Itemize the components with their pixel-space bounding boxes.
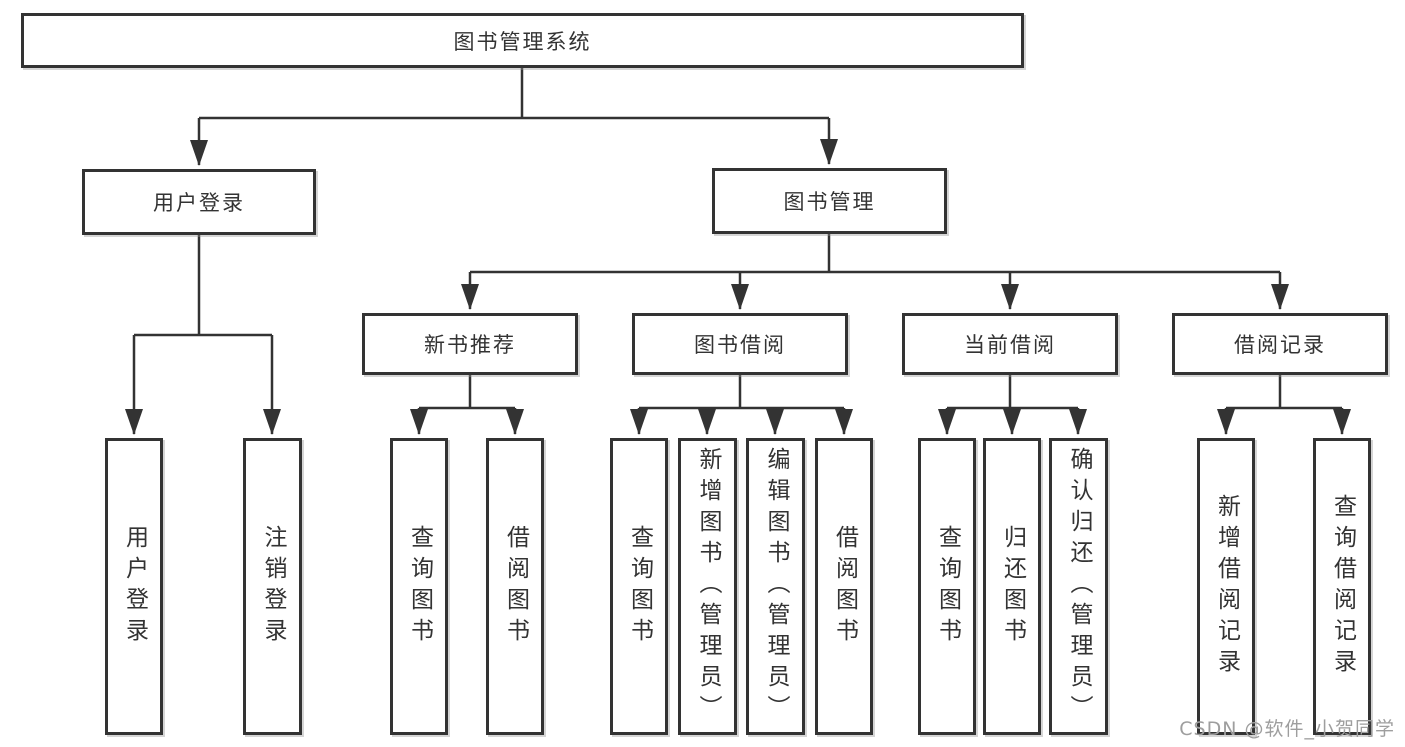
node-new-book-recommend: 新书推荐 (362, 313, 578, 375)
leaf-query-books-recommend: 查询图书 (390, 438, 448, 735)
leaf-borrow-books-recommend: 借阅图书 (486, 438, 544, 735)
leaf-borrow-books-label: 借阅图书 (831, 524, 858, 649)
leaf-query-books-recommend-label: 查询图书 (406, 524, 433, 649)
leaf-borrow-books-recommend-label: 借阅图书 (502, 524, 529, 649)
leaf-borrow-books: 借阅图书 (815, 438, 873, 735)
leaf-query-books-borrow-label: 查询图书 (626, 524, 653, 649)
leaf-edit-books-admin: 编辑图书（管理员） (746, 438, 805, 735)
node-book-borrowing-label: 图书借阅 (694, 333, 786, 357)
leaf-logout-label: 注销登录 (260, 524, 286, 649)
leaf-user-login: 用户登录 (105, 438, 163, 735)
leaf-user-login-label: 用户登录 (121, 524, 148, 649)
node-book-borrowing: 图书借阅 (632, 313, 848, 375)
leaf-query-books-borrow: 查询图书 (610, 438, 668, 735)
node-book-management: 图书管理 (712, 168, 947, 234)
node-new-book-recommend-label: 新书推荐 (424, 333, 516, 357)
node-current-borrowing: 当前借阅 (902, 313, 1118, 375)
leaf-add-borrow-record-label: 新增借阅记录 (1213, 493, 1240, 680)
leaf-confirm-return-admin-label: 确认归还（管理员） (1066, 447, 1092, 726)
node-user-login: 用户登录 (82, 169, 316, 235)
leaf-query-borrow-record: 查询借阅记录 (1313, 438, 1371, 735)
leaf-query-borrow-record-label: 查询借阅记录 (1329, 493, 1356, 680)
leaf-confirm-return-admin: 确认归还（管理员） (1049, 438, 1108, 735)
leaf-edit-books-admin-label: 编辑图书（管理员） (763, 447, 789, 726)
csdn-watermark: CSDN @软件_小贺同学 (1179, 718, 1395, 740)
leaf-query-books-current: 查询图书 (918, 438, 976, 735)
node-library-system: 图书管理系统 (21, 13, 1024, 68)
leaf-add-borrow-record: 新增借阅记录 (1197, 438, 1255, 735)
leaf-add-books-admin: 新增图书（管理员） (678, 438, 737, 735)
node-borrowing-records: 借阅记录 (1172, 313, 1388, 375)
node-borrowing-records-label: 借阅记录 (1234, 333, 1326, 357)
node-user-login-label: 用户登录 (153, 191, 245, 215)
leaf-return-books: 归还图书 (983, 438, 1041, 735)
node-library-system-label: 图书管理系统 (453, 29, 592, 54)
leaf-logout: 注销登录 (243, 438, 302, 735)
leaf-return-books-label: 归还图书 (999, 524, 1026, 649)
node-current-borrowing-label: 当前借阅 (964, 333, 1056, 357)
leaf-query-books-current-label: 查询图书 (934, 524, 961, 649)
leaf-add-books-admin-label: 新增图书（管理员） (695, 447, 721, 726)
node-book-management-label: 图书管理 (783, 190, 876, 214)
